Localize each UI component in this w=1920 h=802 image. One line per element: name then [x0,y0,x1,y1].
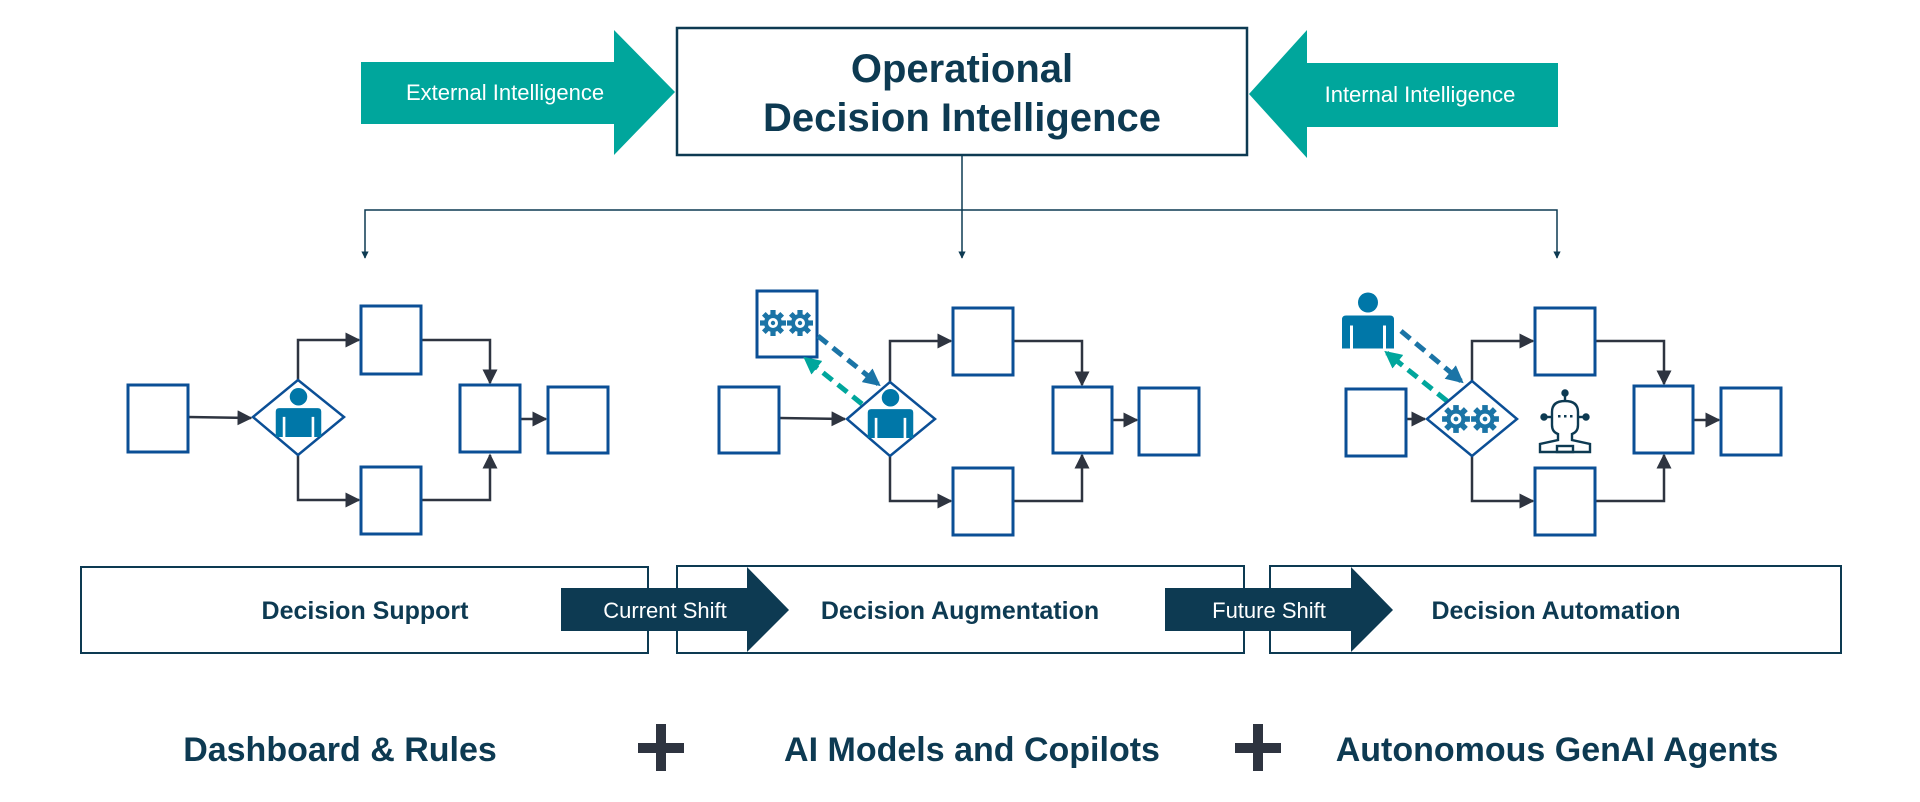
internal-intelligence-arrow: Internal Intelligence [1249,30,1558,158]
internal-arrow-shape [1249,30,1558,158]
process-box [458,383,522,454]
future-shift-arrow: Future Shift [1165,567,1393,652]
process-box [1632,384,1695,455]
title-line-1: Operational [851,47,1073,91]
future-shift-shape [1165,567,1393,652]
process-box [951,306,1015,377]
stage-connectors [361,155,1561,259]
gear-icon [760,310,786,336]
internal-intelligence-label: Internal Intelligence [1325,82,1516,107]
current-shift-shape [561,567,789,652]
process-box [359,304,423,376]
stage-label-decision-automation: Decision Automation [1431,597,1680,625]
capability-dashboard-rules: Dashboard & Rules [183,731,497,769]
process-box [717,385,781,455]
current-shift-label: Current Shift [603,598,727,623]
process-box [1533,306,1597,377]
process-box [1344,387,1408,458]
capability-ai-models-copilots: AI Models and Copilots [784,731,1160,769]
external-intelligence-arrow: External Intelligence [361,30,675,155]
process-box [1533,466,1597,537]
process-box [359,465,423,536]
stage-1-process-flow [126,304,610,536]
stage-2-process-flow [717,289,1201,537]
plus-icon [638,724,684,771]
process-box [126,383,190,454]
oversight-dashed-arrow [1399,329,1464,384]
stage-3-process-flow [1342,292,1783,537]
connector-right [962,209,1561,259]
current-shift-arrow: Current Shift [561,567,789,652]
process-box [546,385,610,455]
capabilities-row: Dashboard & Rules AI Models and Copilots… [183,724,1778,771]
external-intelligence-label: External Intelligence [406,80,604,105]
stage-label-decision-support: Decision Support [262,597,470,625]
person-icon [1342,292,1394,349]
operational-decision-intelligence-box: Operational Decision Intelligence [675,26,1249,157]
robot-agent-icon [1538,389,1592,454]
process-box [1051,385,1114,455]
feedback-dashed-arrow [803,356,864,406]
process-box [951,466,1015,537]
plus-icon [1235,724,1281,771]
stage-label-decision-augmentation: Decision Augmentation [821,597,1099,625]
future-shift-label: Future Shift [1212,598,1326,623]
gear-icon [1471,405,1499,433]
feedback-dashed-arrow [1384,350,1449,403]
gear-icon [1442,405,1470,433]
recommendation-dashed-arrow [816,334,881,387]
stage-box-decision-support [80,566,649,654]
process-box [1137,386,1201,457]
external-arrow-shape [361,30,675,155]
gear-icon [787,310,813,336]
title-line-2: Decision Intelligence [763,96,1161,140]
stage-band: Decision Support Decision Augmentation D… [80,565,1842,654]
connector-left [361,209,962,259]
capability-autonomous-genai-agents: Autonomous GenAI Agents [1336,731,1779,769]
process-box [1719,386,1783,457]
